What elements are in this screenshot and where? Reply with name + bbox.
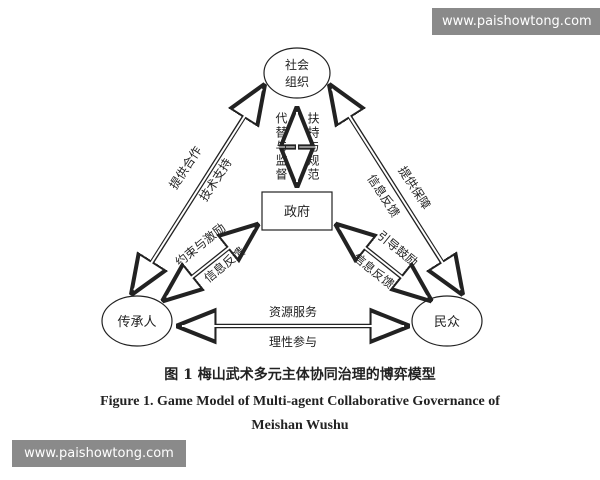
node-public-label: 民众 <box>434 315 460 330</box>
watermark-top: www.paishowtong.com <box>432 8 600 35</box>
node-society-label-1: 社会 <box>285 57 309 72</box>
caption-english: Figure 1. Game Model of Multi-agent Coll… <box>60 390 540 438</box>
watermark-bottom: www.paishowtong.com <box>12 440 186 467</box>
node-society <box>263 47 331 99</box>
node-society-label-2: 组织 <box>285 75 309 89</box>
node-inheritor-label: 传承人 <box>117 315 156 330</box>
label-society-gov-left: 代替与监督 <box>274 112 288 182</box>
label-inheritor-public-top: 资源服务 <box>269 304 317 319</box>
label-society-public-outer: 提供保障 <box>395 163 434 211</box>
label-inheritor-public-bottom: 理性参与 <box>269 334 317 349</box>
label-society-gov-right: 扶持与规范 <box>306 111 320 182</box>
node-government <box>261 191 333 231</box>
caption-chinese: 图 1 梅山武术多元主体协同治理的博弈模型 <box>164 367 436 383</box>
caption-english-line-2: Meishan Wushu <box>251 418 349 433</box>
caption-english-line-1: Figure 1. Game Model of Multi-agent Coll… <box>100 394 500 409</box>
node-government-label: 政府 <box>284 205 310 220</box>
